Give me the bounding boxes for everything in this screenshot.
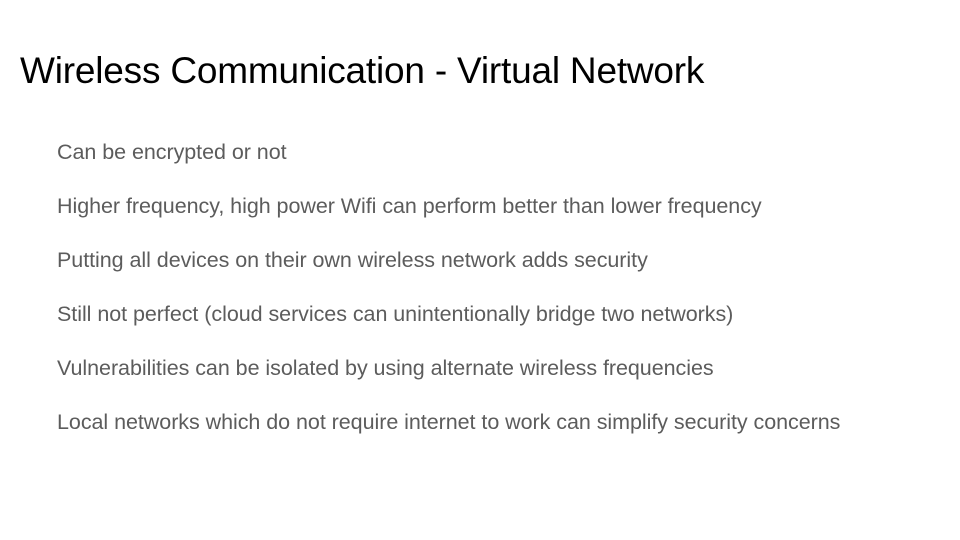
bullet-item: Vulnerabilities can be isolated by using… bbox=[57, 356, 714, 380]
bullet-item: Putting all devices on their own wireles… bbox=[57, 248, 648, 272]
bullet-item: Can be encrypted or not bbox=[57, 140, 287, 164]
slide-title: Wireless Communication - Virtual Network bbox=[20, 49, 705, 91]
bullet-item: Higher frequency, high power Wifi can pe… bbox=[57, 194, 762, 218]
bullet-item: Local networks which do not require inte… bbox=[57, 410, 841, 434]
bullet-item: Still not perfect (cloud services can un… bbox=[57, 302, 734, 326]
slide-body-content: Can be encrypted or not Higher frequency… bbox=[57, 136, 857, 439]
